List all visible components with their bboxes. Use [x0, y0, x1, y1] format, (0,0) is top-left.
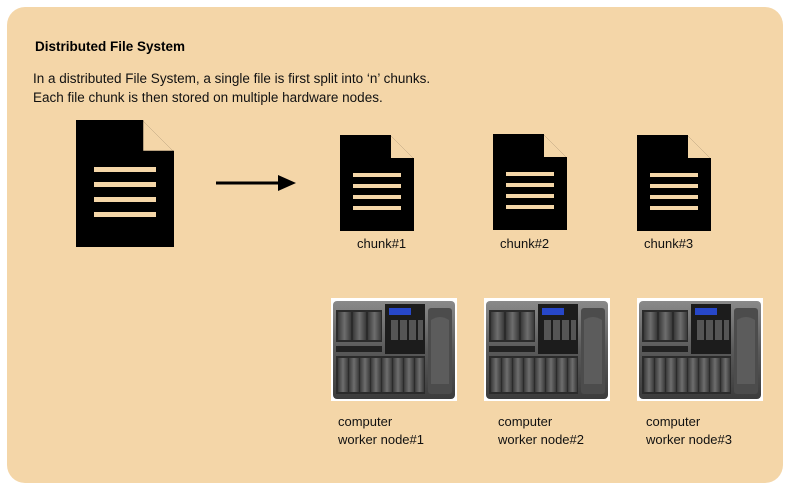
- node-3-label-line2: worker node#3: [646, 432, 732, 447]
- node-2-label-line1: computer: [498, 414, 553, 429]
- chunk-label-1: chunk#1: [357, 236, 407, 251]
- node-2-label-line2: worker node#2: [498, 432, 584, 447]
- chunk-document-icon-2: [493, 134, 567, 230]
- server-rack-icon-1: [331, 298, 457, 401]
- document-icon: [76, 120, 174, 247]
- chunk-document-icon-3: [637, 135, 711, 231]
- server-rack-icon-2: [484, 298, 610, 401]
- node-1-label-line1: computer: [338, 414, 393, 429]
- chunk-document-icon-1: [340, 135, 414, 231]
- diagram-title: Distributed File System: [35, 39, 186, 54]
- arrow-right-icon: [216, 175, 296, 191]
- server-rack-icon-3: [637, 298, 763, 401]
- chunk-label-3: chunk#3: [644, 236, 694, 251]
- chunk-label-2: chunk#2: [500, 236, 550, 251]
- description-line-2: Each file chunk is then stored on multip…: [33, 90, 383, 105]
- description-line-1: In a distributed File System, a single f…: [33, 71, 431, 86]
- node-1-label-line2: worker node#1: [338, 432, 424, 447]
- node-3-label-line1: computer: [646, 414, 701, 429]
